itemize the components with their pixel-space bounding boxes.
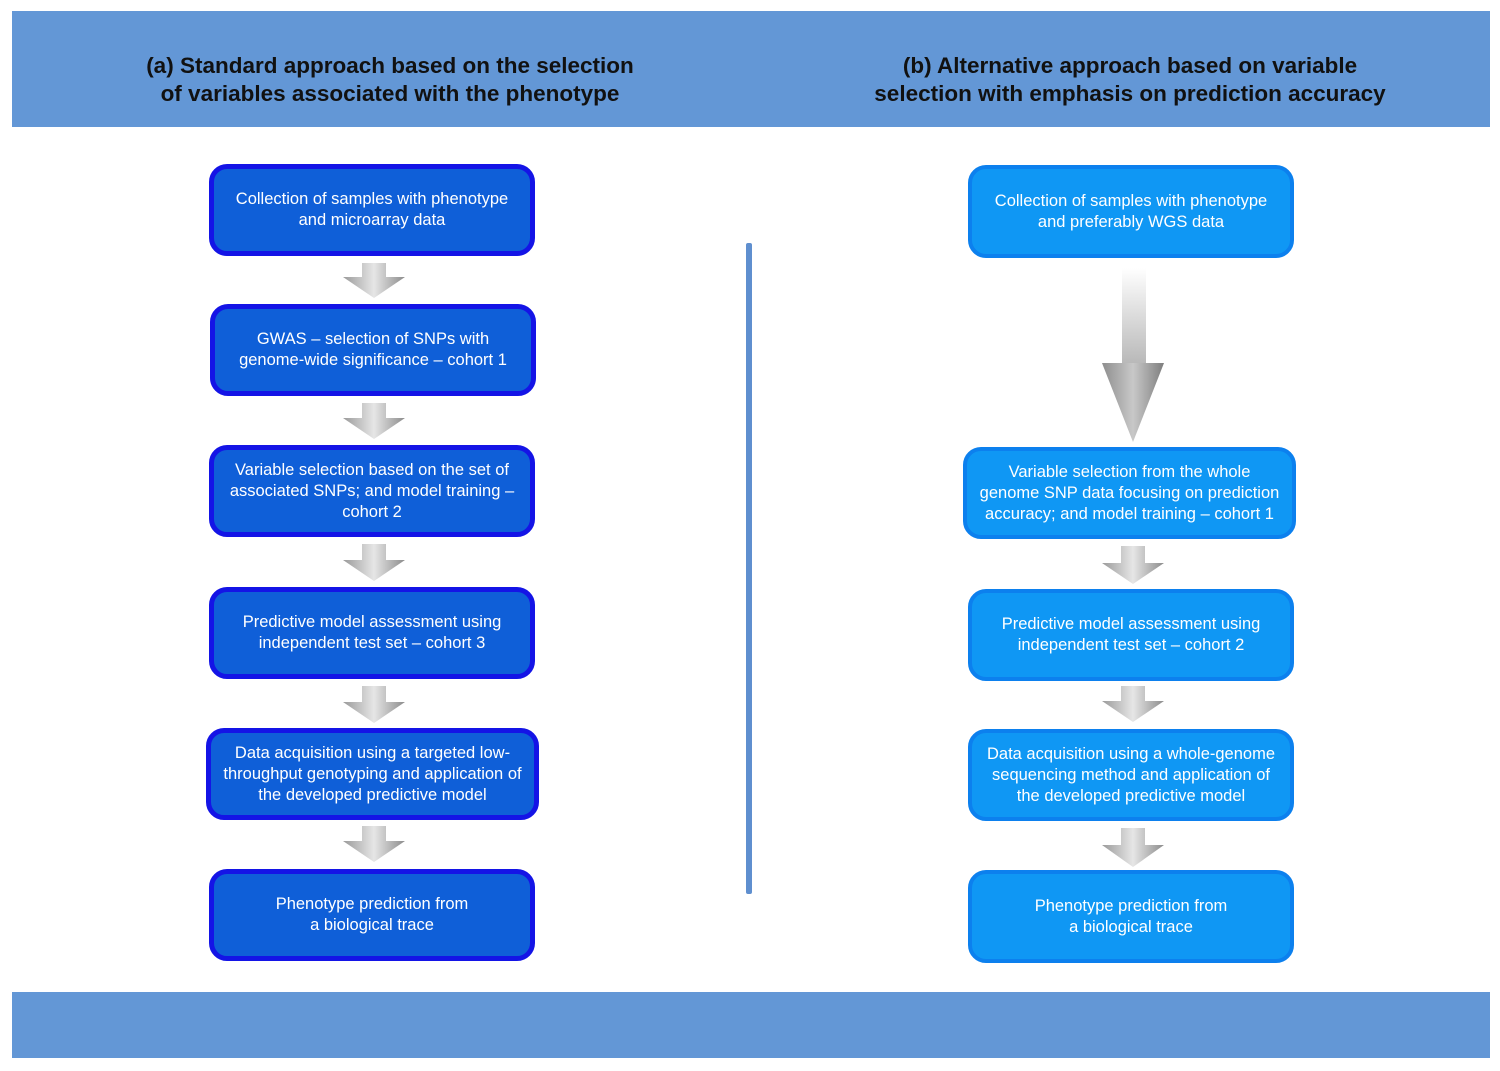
step-text: Phenotype prediction from (1034, 896, 1228, 915)
step-text: Data acquisition using a whole-genome (986, 744, 1275, 763)
step-text: genome SNP data focusing on prediction (979, 483, 1280, 502)
step-text: a biological trace (1069, 917, 1193, 936)
step-text: Collection of samples with phenotype (235, 190, 509, 208)
down-arrow-icon (1102, 268, 1164, 442)
panel-a-heading-line: (a) Standard approach based on the selec… (146, 53, 634, 78)
panel-a-step-2: GWAS – selection of SNPs with genome-wid… (210, 304, 536, 396)
panel-a-step-1: Collection of samples with phenotype and… (209, 164, 535, 256)
step-text: accuracy; and model training – cohort 1 (985, 504, 1274, 523)
step-text: Variable selection based on the set of (235, 460, 509, 479)
step-text: Phenotype prediction from (275, 895, 469, 913)
step-text: Data acquisition using a targeted low- (234, 743, 511, 762)
step-text: independent test set – cohort 2 (1017, 636, 1245, 654)
step-text: Collection of samples with phenotype (994, 191, 1268, 210)
down-arrow-icon (343, 263, 405, 862)
step-text: the developed predictive model (1016, 786, 1246, 805)
down-arrow-icon (1102, 546, 1164, 867)
panel-a-step-3: Variable selection based on the set of a… (209, 445, 535, 537)
step-text: GWAS – selection of SNPs with (256, 330, 490, 348)
step-text: cohort 2 (342, 502, 402, 521)
panel-divider (746, 243, 752, 894)
step-text: independent test set – cohort 3 (258, 634, 486, 652)
panel-a-heading-line: of variables associated with the phenoty… (160, 81, 620, 106)
step-text: and preferably WGS data (1037, 212, 1225, 231)
step-text: Variable selection from the whole (1008, 462, 1251, 481)
panel-b-heading-line: selection with emphasis on prediction ac… (874, 81, 1386, 106)
step-text: the developed predictive model (258, 785, 487, 804)
panel-a-step-4: Predictive model assessment using indepe… (209, 587, 535, 679)
step-text: throughput genotyping and application of (223, 764, 522, 783)
header-band (12, 11, 1490, 127)
panel-b-step-2: Variable selection from the whole genome… (963, 447, 1296, 539)
panel-a-heading: (a) Standard approach based on the selec… (90, 52, 690, 108)
panel-a-step-6: Phenotype prediction from a biological t… (209, 869, 535, 961)
step-text: genome-wide significance – cohort 1 (239, 351, 507, 369)
panel-a-step-5: Data acquisition using a targeted low- t… (206, 728, 539, 820)
panel-b-heading: (b) Alternative approach based on variab… (830, 52, 1430, 108)
panel-b-step-5: Phenotype prediction from a biological t… (968, 870, 1294, 963)
step-text: associated SNPs; and model training – (229, 481, 515, 500)
panel-b-step-1: Collection of samples with phenotype and… (968, 165, 1294, 258)
panel-b-heading-line: (b) Alternative approach based on variab… (902, 53, 1358, 78)
step-text: Predictive model assessment using (1001, 615, 1261, 633)
step-text: and microarray data (298, 211, 446, 229)
step-text: Predictive model assessment using (242, 613, 502, 631)
panel-b-step-4: Data acquisition using a whole-genome se… (968, 729, 1294, 821)
footer-band (12, 992, 1490, 1058)
panel-b-step-3: Predictive model assessment using indepe… (968, 589, 1294, 681)
step-text: a biological trace (310, 916, 434, 934)
step-text: sequencing method and application of (992, 765, 1270, 784)
